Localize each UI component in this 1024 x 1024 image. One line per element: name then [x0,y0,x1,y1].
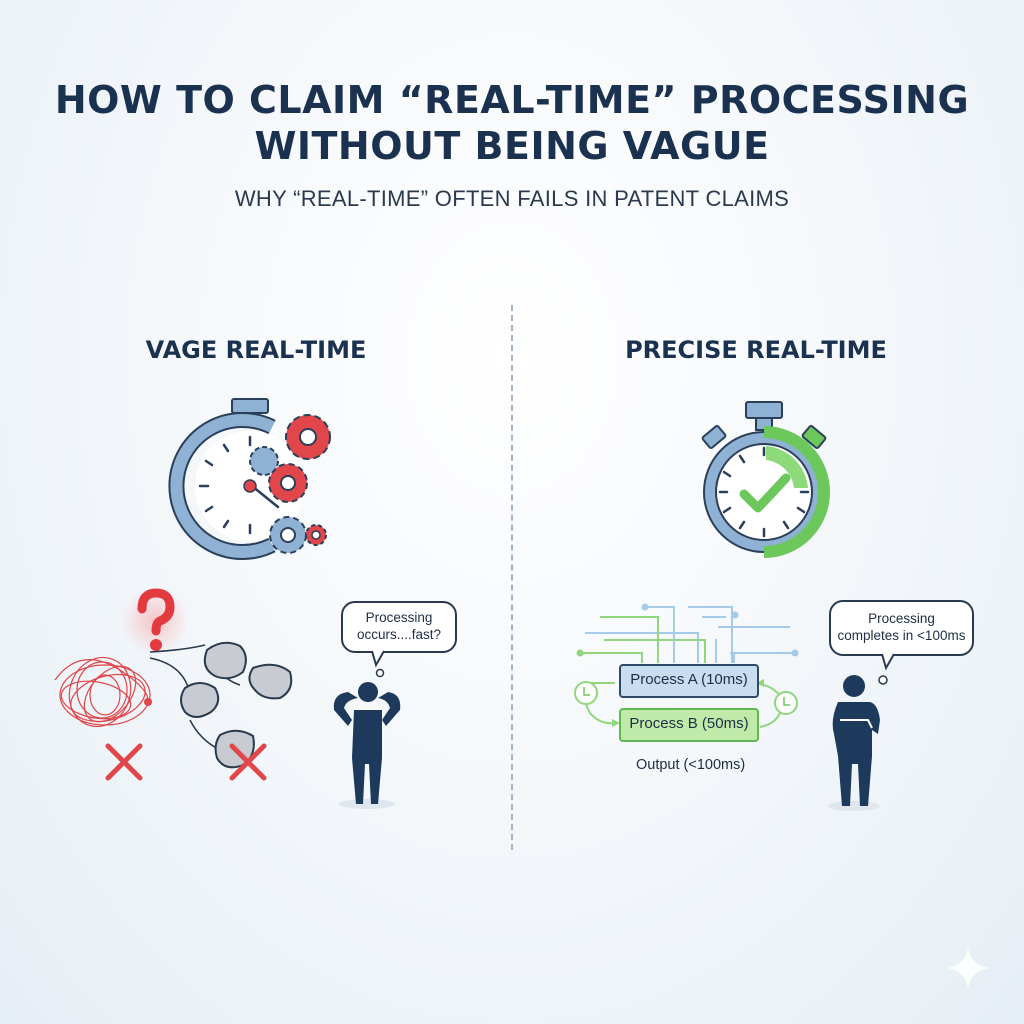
process-b-box: Process B (50ms) [619,708,759,742]
question-mark-icon [121,587,189,655]
page-title-line-2: WITHOUT BEING VAGUE [254,124,770,168]
confused-person-icon [333,682,401,809]
process-flow-lines [574,603,799,728]
left-panel-title: VAGE REAL-TIME [145,336,367,364]
x-mark-icon [105,743,143,781]
output-label: Output (<100ms) [636,757,746,773]
right-panel-title: PRECISE REAL-TIME [625,336,887,364]
right-thought-bubble: Processing completes in <100ms [829,600,974,656]
left-bubble-line-2: occurs....fast? [356,627,442,642]
right-bubble-line-1: Processing [868,611,935,626]
tangled-lines-icon [54,656,152,728]
center-divider [511,305,513,850]
thinking-person-icon [828,675,880,811]
stopwatch-check-icon [701,401,830,558]
right-bubble-line-2: completes in <100ms [837,628,966,643]
process-a-box: Process A (10ms) [619,664,759,698]
broken-stopwatch-icon [168,398,331,560]
left-bubble-line-1: Processing [365,610,433,625]
blob-cluster-icon [149,641,293,769]
clock-icon [774,691,798,715]
left-thought-bubble: Processing occurs....fast? [341,601,457,653]
thought-tail-icon [878,653,895,685]
thought-tail-icon [371,650,385,678]
gears-icon [249,414,331,554]
x-mark-icon [229,743,267,781]
page-subtitle: WHY “REAL-TIME” OFTEN FAILS IN PATENT CL… [234,186,790,211]
page-title-line-1: HOW TO CLAIM “REAL-TIME” PROCESSING [54,78,970,122]
clock-icon [574,681,598,705]
sparkle-icon [947,947,989,989]
